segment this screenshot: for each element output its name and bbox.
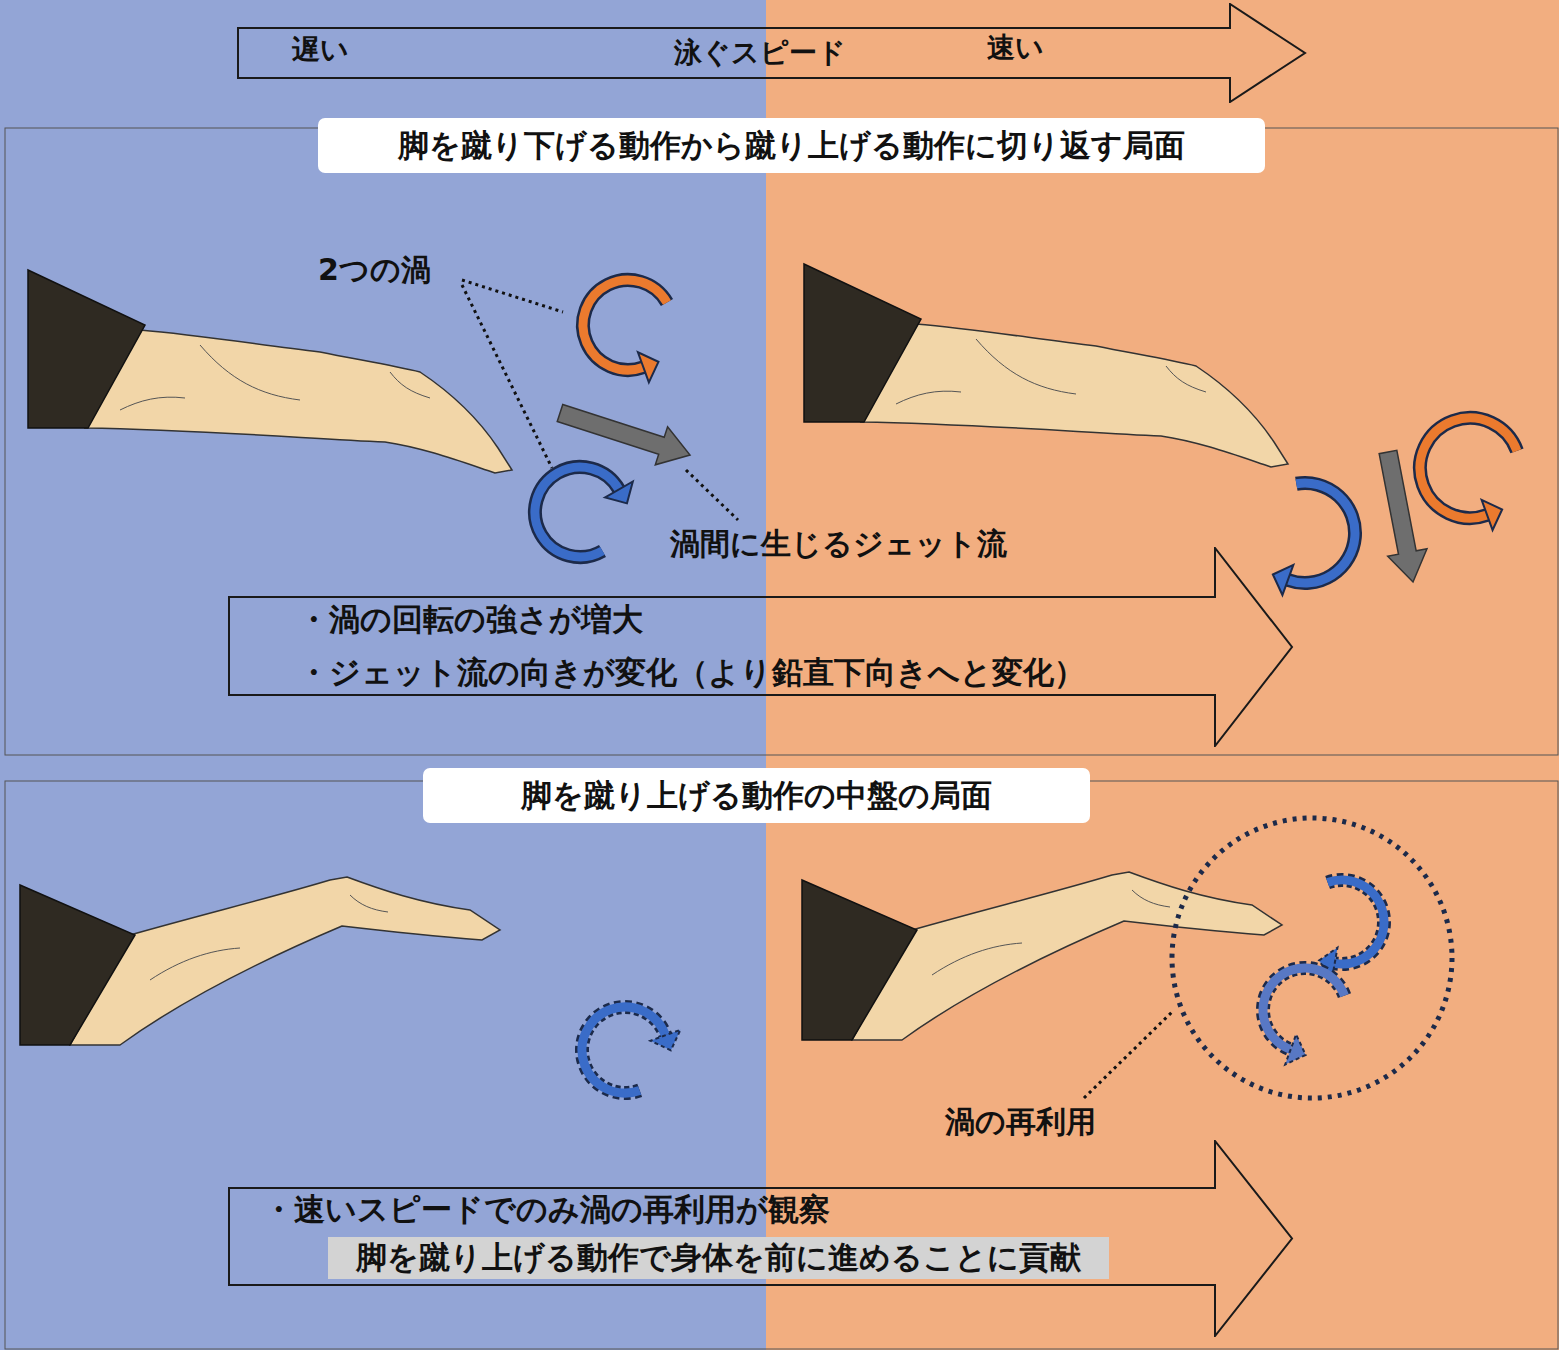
vortex-arrow [583,280,667,382]
bullet-text: ・速いスピードでのみ渦の再利用が観察 [263,1189,830,1231]
vortex-arrow [582,1007,680,1093]
leader-line [686,470,738,520]
phase-title-box: 脚を蹴り上げる動作の中盤の局面 [423,768,1090,823]
trend-arrow: ・渦の回転の強さが増大・ジェット流の向きが変化（より鉛直下向きへと変化） [228,547,1294,747]
vortex-arrow [1263,968,1344,1065]
leader-line [462,285,552,468]
bullet-text: 脚を蹴り上げる動作で身体を前に進めることに貢献 [328,1237,1109,1279]
leg [28,270,512,473]
speed-label: 速い [987,29,1044,67]
speed-label: 泳ぐスピード [674,34,846,72]
speed-label: 遅い [292,31,349,69]
phase-title: 脚を蹴り上げる動作の中盤の局面 [521,775,992,817]
annotation-label: 2つの渦 [318,250,431,291]
leg [20,877,500,1045]
phase-title-box: 脚を蹴り下げる動作から蹴り上げる動作に切り返す局面 [318,118,1265,173]
reuse-circle [1172,818,1452,1098]
leg [804,264,1288,467]
bullet-text: ・ジェット流の向きが変化（より鉛直下向きへと変化） [298,652,1085,694]
vortex-arrow [1319,880,1384,979]
vortex-arrow [1273,483,1355,595]
vortex-arrow [1420,418,1517,530]
annotation-label: 渦の再利用 [945,1102,1096,1143]
leader-line [1084,1012,1172,1098]
arrow-outline [228,547,1294,747]
jet-flow-arrow [557,404,690,464]
leader-line [462,280,563,312]
speed-arrow: 遅い 泳ぐスピード 速い [237,3,1307,103]
vortex-arrow [535,467,633,557]
annotation-label: 渦間に生じるジェット流 [670,524,1007,565]
trend-arrow: ・速いスピードでのみ渦の再利用が観察脚を蹴り上げる動作で身体を前に進めることに貢… [228,1140,1294,1337]
phase-title: 脚を蹴り下げる動作から蹴り上げる動作に切り返す局面 [398,125,1185,167]
bullet-text: ・渦の回転の強さが増大 [298,599,643,641]
leg [802,872,1282,1040]
jet-flow-arrow [1379,450,1427,582]
